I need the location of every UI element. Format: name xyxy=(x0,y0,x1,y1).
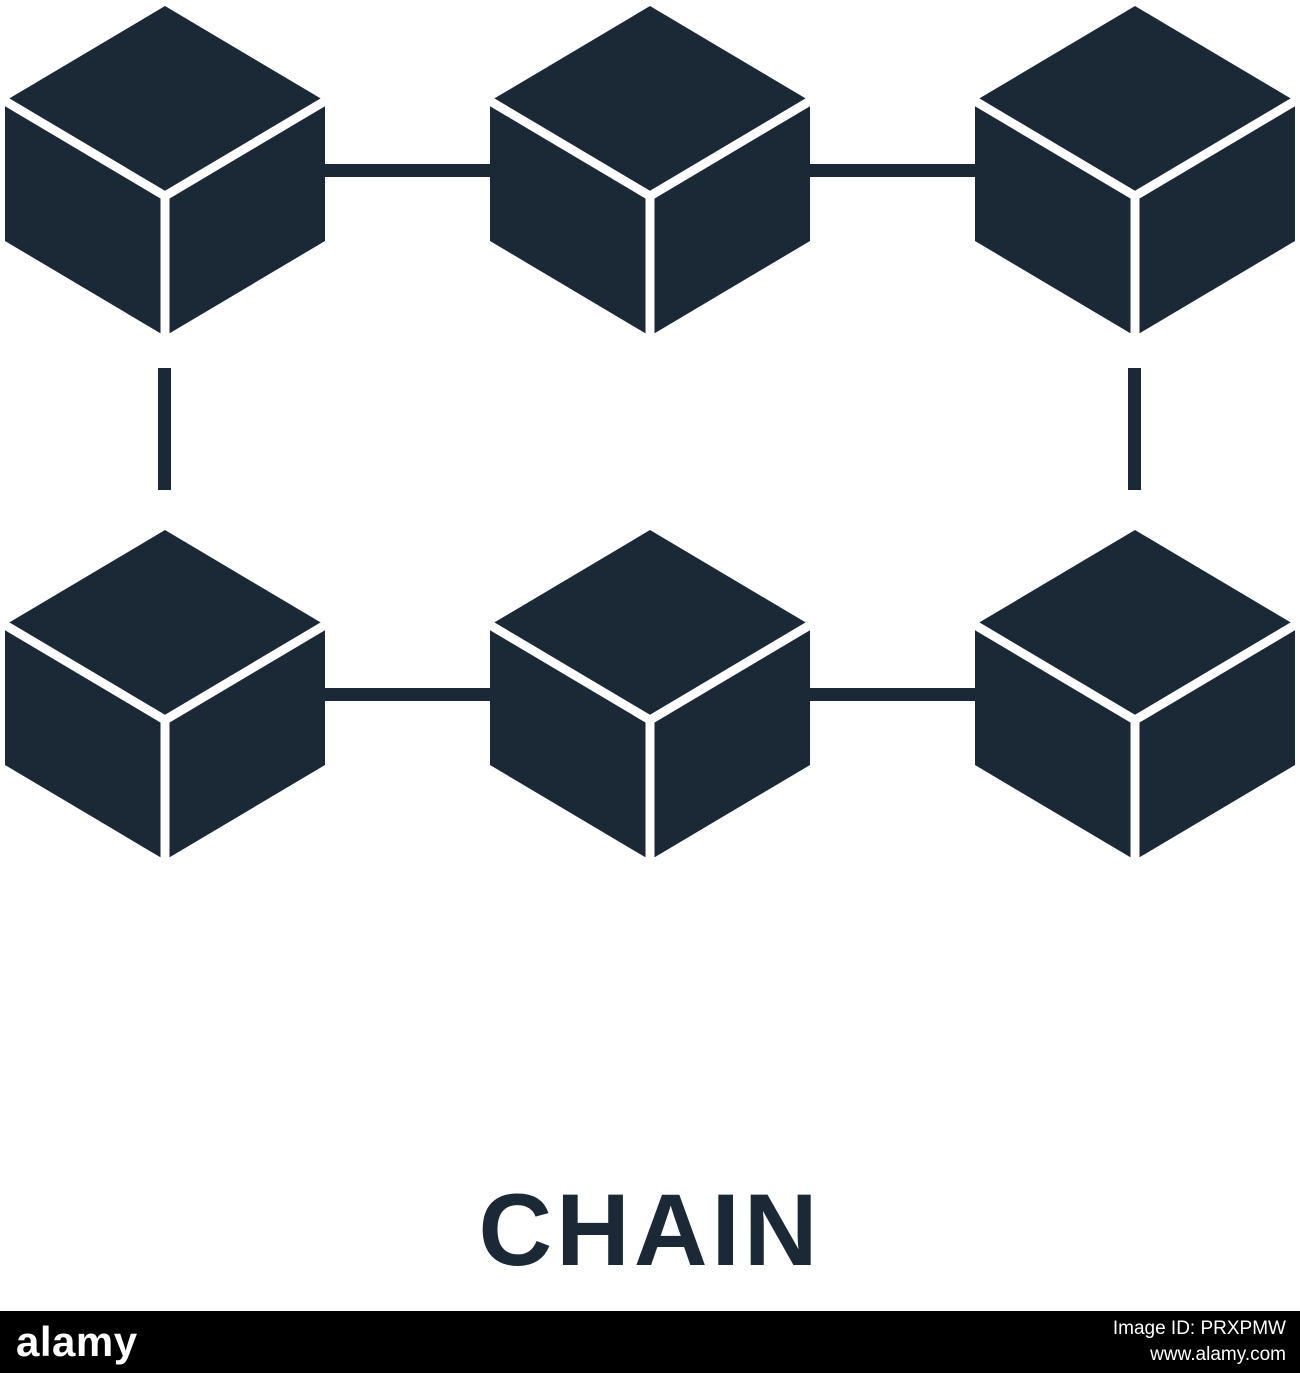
link-line-vertical xyxy=(158,368,171,490)
image-id-text: Image ID: PRXPMW xyxy=(1112,1318,1286,1340)
cube-icon xyxy=(975,530,1295,860)
link-line-horizontal xyxy=(810,688,975,701)
cube-icon xyxy=(5,530,325,860)
alamy-url-text: www.alamy.com xyxy=(1150,1344,1286,1365)
cube-icon xyxy=(975,6,1295,336)
link-line-vertical xyxy=(1128,368,1141,490)
watermark-bar: alamy Image ID: PRXPMW www.alamy.com xyxy=(0,1311,1300,1373)
link-line-horizontal xyxy=(325,688,490,701)
cube-icon xyxy=(5,6,325,336)
link-line-horizontal xyxy=(325,164,490,177)
cube-icon xyxy=(490,6,810,336)
link-line-horizontal xyxy=(810,164,975,177)
cube-icon xyxy=(490,530,810,860)
alamy-logo: alamy xyxy=(16,1318,138,1365)
icon-title: CHAIN xyxy=(478,1173,822,1287)
image-meta: Image ID: PRXPMW www.alamy.com xyxy=(1113,1316,1286,1367)
